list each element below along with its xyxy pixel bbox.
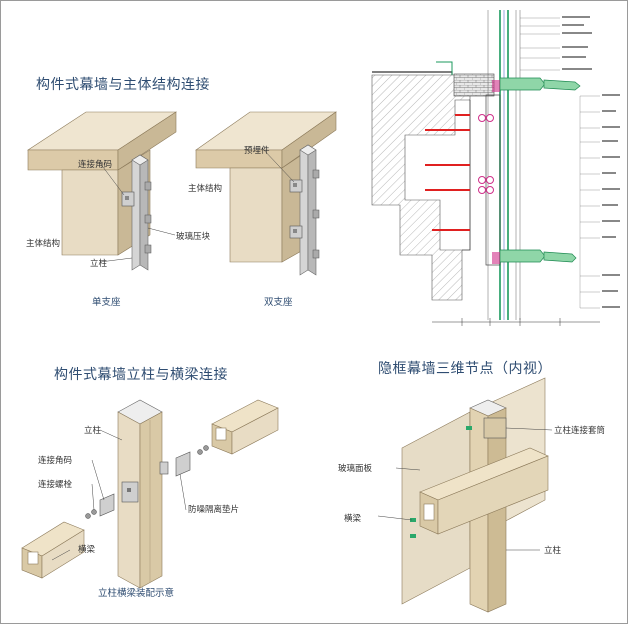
title-bottom-right: 隐框幕墙三维节点（内视） — [378, 361, 552, 377]
cad-section-drawing — [371, 10, 620, 326]
assembly-diagram — [21, 399, 279, 589]
label-isolation-pad: 防噪隔离垫片 — [188, 505, 240, 515]
label-embedded-part: 预埋件 — [244, 146, 270, 156]
caption-double-support: 双支座 — [264, 297, 293, 308]
title-bottom-left: 构件式幕墙立柱与横梁连接 — [54, 367, 228, 383]
label-corner-code: 连接角码 — [78, 160, 113, 170]
label-transom-hidden: 横梁 — [344, 514, 362, 524]
caption-assembly: 立柱横梁装配示意 — [98, 588, 175, 599]
label-bolt: 连接螺栓 — [38, 480, 73, 490]
label-transom-assembly: 横梁 — [78, 545, 96, 555]
caption-single-support: 单支座 — [92, 297, 121, 308]
single-support-diagram — [26, 111, 178, 271]
label-mullion-hidden: 立柱 — [544, 546, 562, 556]
label-mullion-single: 立柱 — [90, 259, 108, 269]
label-mullion-assembly: 立柱 — [84, 426, 102, 436]
label-glass-panel: 玻璃面板 — [338, 464, 373, 474]
label-corner-code-assembly: 连接角码 — [38, 456, 73, 466]
label-main-structure-double: 主体结构 — [188, 184, 223, 194]
double-support-diagram — [195, 111, 337, 276]
label-sleeve: 立柱连接套筒 — [554, 426, 606, 436]
title-top-left: 构件式幕墙与主体结构连接 — [36, 77, 210, 93]
label-main-structure-single: 主体结构 — [26, 239, 61, 249]
hidden-frame-diagram — [377, 377, 553, 613]
label-glass-clamp: 玻璃压块 — [176, 232, 211, 242]
